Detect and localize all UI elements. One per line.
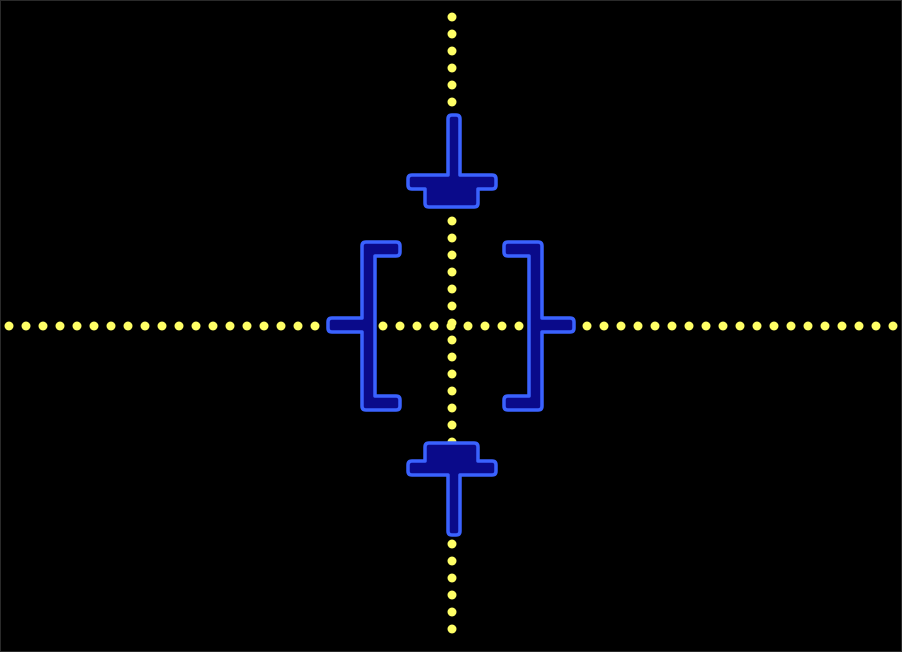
left-bracket-icon [326, 240, 402, 412]
guide-dot [718, 321, 728, 331]
guide-dot [480, 321, 490, 331]
guide-dot [378, 321, 388, 331]
guide-dot [447, 29, 457, 39]
t-pin-down-icon [406, 113, 498, 209]
guide-dot [514, 321, 524, 331]
t-pin-up-icon [406, 441, 498, 537]
guide-dot [769, 321, 779, 331]
guide-dot [89, 321, 99, 331]
horizontal-guide-line [4, 321, 898, 331]
guide-dot [412, 321, 422, 331]
guide-dot [752, 321, 762, 331]
guide-dot [447, 267, 457, 277]
right-bracket-icon [502, 240, 576, 412]
guide-dot [429, 321, 439, 331]
guide-dot [650, 321, 660, 331]
guide-dot [293, 321, 303, 331]
guide-dot [447, 573, 457, 583]
guide-dot [140, 321, 150, 331]
guide-dot [106, 321, 116, 331]
guide-dot [447, 386, 457, 396]
guide-dot [447, 403, 457, 413]
guide-dot [4, 321, 14, 331]
guide-dot [616, 321, 626, 331]
guide-dot [447, 97, 457, 107]
guide-dot [242, 321, 252, 331]
guide-dot [820, 321, 830, 331]
guide-dot [174, 321, 184, 331]
guide-dot [599, 321, 609, 331]
guide-dot [447, 12, 457, 22]
guide-dot [447, 539, 457, 549]
guide-dot [208, 321, 218, 331]
guide-dot [259, 321, 269, 331]
guide-dot [582, 321, 592, 331]
guide-dot [72, 321, 82, 331]
guide-dot [447, 63, 457, 73]
guide-dot [447, 301, 457, 311]
guide-dot [395, 321, 405, 331]
guide-dot [871, 321, 881, 331]
guide-dot [888, 321, 898, 331]
guide-dot [447, 607, 457, 617]
guide-dot [123, 321, 133, 331]
guide-dot [447, 335, 457, 345]
guide-dot [225, 321, 235, 331]
guide-dot [447, 624, 457, 634]
guide-dot [447, 556, 457, 566]
guide-dot [447, 420, 457, 430]
guide-dot [463, 321, 473, 331]
guide-dot [276, 321, 286, 331]
guide-dot [447, 590, 457, 600]
guide-dot [786, 321, 796, 331]
guide-dot [447, 250, 457, 260]
guide-dot [447, 352, 457, 362]
guide-dot [837, 321, 847, 331]
guide-dot [157, 321, 167, 331]
guide-dot [38, 321, 48, 331]
guide-dot [21, 321, 31, 331]
vertical-guide-line [447, 12, 457, 634]
guide-dot [55, 321, 65, 331]
guide-dot [310, 321, 320, 331]
guide-dot [667, 321, 677, 331]
guide-dot [684, 321, 694, 331]
guide-dot [447, 318, 457, 328]
guide-dot [735, 321, 745, 331]
guide-dot [191, 321, 201, 331]
guide-dot [497, 321, 507, 331]
guide-dot [701, 321, 711, 331]
guide-dot [633, 321, 643, 331]
guide-dot [447, 216, 457, 226]
guide-dot [447, 369, 457, 379]
guide-dot [803, 321, 813, 331]
guide-dot [447, 80, 457, 90]
guide-dot [447, 233, 457, 243]
guide-dot [447, 46, 457, 56]
guide-dot [447, 284, 457, 294]
guide-dot [854, 321, 864, 331]
